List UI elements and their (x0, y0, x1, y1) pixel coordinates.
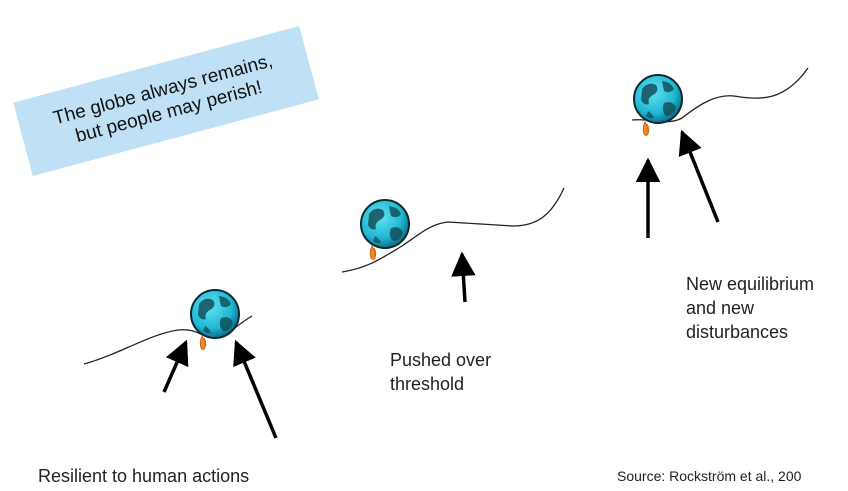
caption-line: Pushed over (390, 350, 492, 370)
caption-line: disturbances (686, 322, 789, 342)
flame-icon (199, 335, 207, 350)
arrow-icon (233, 339, 278, 439)
arrow-icon (451, 251, 476, 303)
landscape-curve-2 (341, 187, 565, 273)
caption-line: and new (686, 298, 755, 318)
globe-icon (360, 199, 410, 249)
source-citation: Source: Rockström et al., 200 (617, 468, 802, 484)
caption-threshold: Pushed over threshold (390, 348, 491, 396)
caption-line: New equilibrium (686, 274, 815, 294)
arrow-icon (678, 129, 720, 223)
caption-line: threshold (390, 374, 465, 394)
caption-line: Resilient to human actions (38, 466, 250, 486)
caption-new-equilibrium: New equilibrium and new disturbances (686, 272, 814, 344)
globe-icon (190, 289, 240, 339)
caption-resilient: Resilient to human actions (38, 464, 249, 488)
flame-icon (642, 121, 650, 136)
arrow-icon (162, 339, 189, 393)
flame-icon (369, 245, 377, 260)
globe-icon (633, 74, 683, 124)
